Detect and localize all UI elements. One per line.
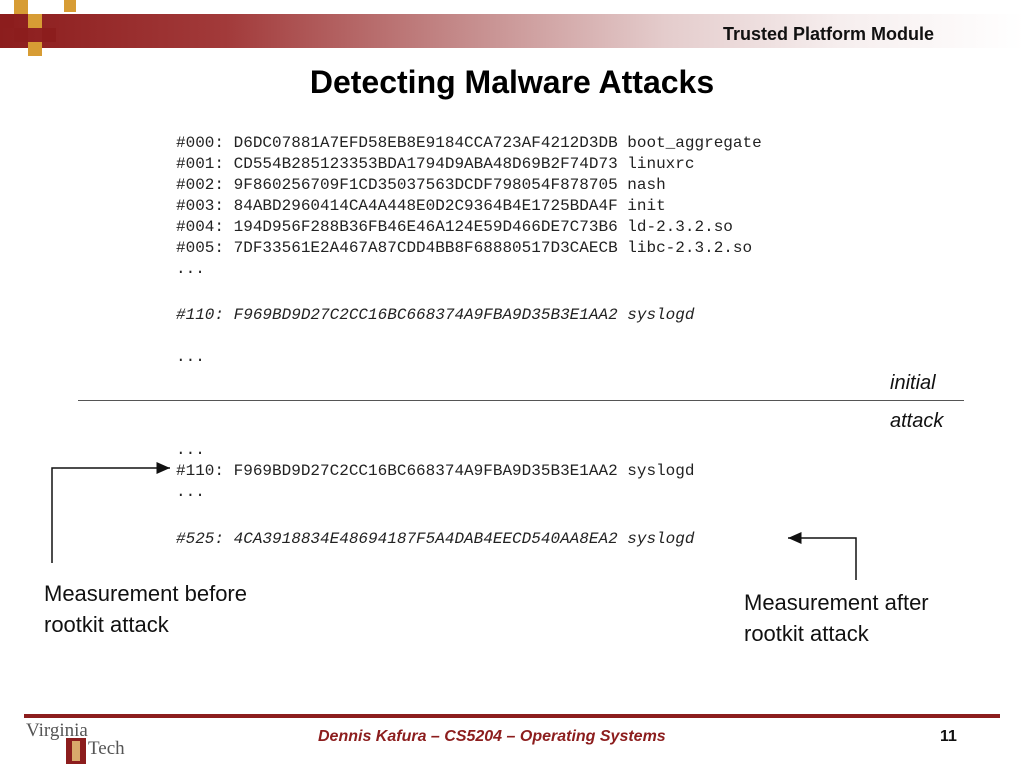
measurement-ellipsis: ... — [176, 260, 205, 278]
slide-title: Detecting Malware Attacks — [309, 64, 715, 100]
measurement-line-004: #004: 194D956F288B36FB46E46A124E59D466DE… — [176, 218, 733, 236]
logo-square-tan — [14, 0, 28, 14]
logo-square-maroon — [42, 28, 56, 42]
measurement-ellipsis: ... — [176, 483, 205, 501]
annotation-after-line2: rootkit attack — [744, 621, 869, 646]
virginia-tech-logo-text: Tech — [88, 738, 125, 759]
logo-square-tan — [64, 0, 76, 12]
annotation-before: Measurement before rootkit attack — [44, 578, 247, 640]
virginia-tech-logo-icon — [66, 738, 86, 764]
measurement-line-002: #002: 9F860256709F1CD35037563DCDF798054F… — [176, 176, 666, 194]
logo-square-maroon — [0, 14, 14, 28]
measurement-line-525: #525: 4CA3918834E48694187F5A4DAB4EECD540… — [176, 530, 695, 548]
measurement-ellipsis: ... — [176, 348, 205, 366]
measurement-ellipsis: ... — [176, 441, 205, 459]
measurement-line-003: #003: 84ABD2960414CA4A448E0D2C9364B4E172… — [176, 197, 666, 215]
page-number: 11 — [940, 728, 957, 745]
measurement-line-110-initial: #110: F969BD9D27C2CC16BC668374A9FBA9D35B… — [176, 306, 695, 324]
virginia-tech-logo-text: Virginia — [26, 720, 88, 741]
measurement-line-005: #005: 7DF33561E2A467A87CDD4BB8F68880517D… — [176, 239, 753, 257]
section-divider — [78, 400, 964, 401]
arrow-after — [788, 532, 857, 580]
measurement-line-000: #000: D6DC07881A7EFD58EB8E9184CCA723AF42… — [176, 134, 762, 152]
logo-square-maroon — [14, 28, 28, 42]
arrow-before — [51, 462, 170, 563]
footer-text: Dennis Kafura – CS5204 – Operating Syste… — [318, 728, 666, 745]
footer-rule — [24, 714, 1000, 718]
annotation-after-line1: Measurement after — [744, 590, 929, 615]
measurement-line-110-attack: #110: F969BD9D27C2CC16BC668374A9FBA9D35B… — [176, 462, 695, 480]
initial-label: initial — [890, 372, 936, 394]
annotation-after: Measurement after rootkit attack — [744, 587, 929, 649]
logo-square-tan — [28, 14, 42, 28]
attack-label: attack — [890, 410, 944, 432]
header-title: Trusted Platform Module — [722, 24, 934, 44]
annotation-before-line1: Measurement before — [44, 581, 247, 606]
annotation-before-line2: rootkit attack — [44, 612, 169, 637]
header-gradient-bar — [0, 14, 1024, 48]
logo-square-tan — [28, 42, 42, 56]
measurement-line-001: #001: CD554B285123353BDA1794D9ABA48D69B2… — [176, 155, 695, 173]
